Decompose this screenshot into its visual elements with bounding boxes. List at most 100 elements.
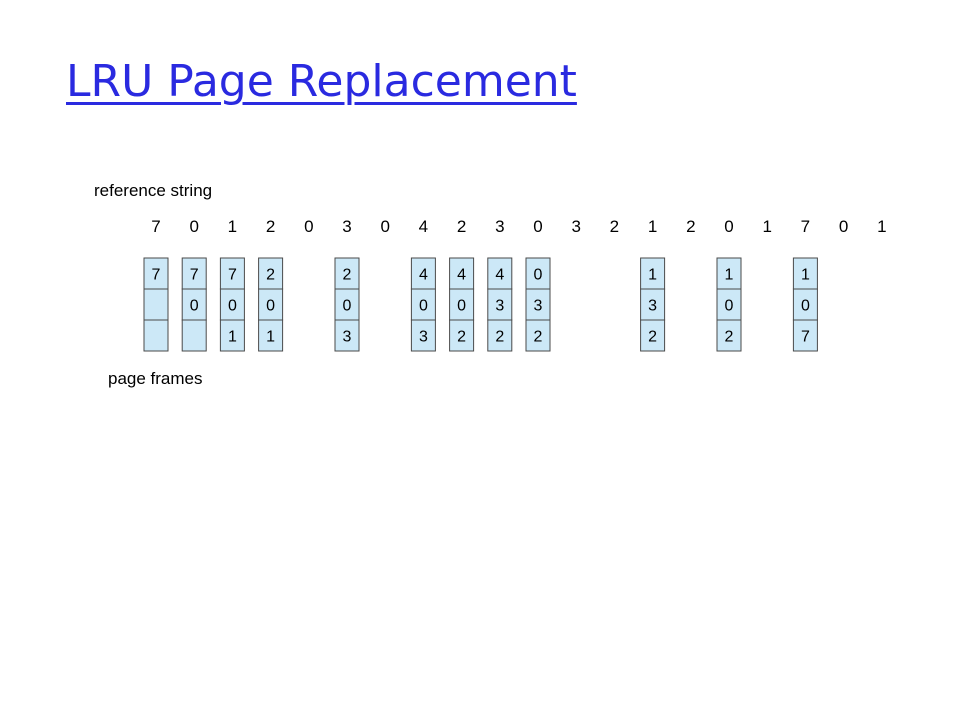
reference-value: 0	[380, 217, 389, 236]
frame-value: 2	[534, 329, 543, 346]
reference-value: 4	[419, 217, 428, 236]
frame-cell	[487, 288, 513, 321]
reference-value: 2	[457, 217, 466, 236]
frame-cell	[181, 257, 207, 290]
frame-column: 1 0 2	[716, 257, 742, 352]
frame-value: 0	[725, 298, 734, 315]
frame-value: 0	[801, 298, 810, 315]
reference-value: 0	[533, 217, 542, 236]
frame-value: 2	[648, 329, 657, 346]
frame-value: 3	[343, 329, 352, 346]
frame-value: 3	[534, 298, 543, 315]
frame-value: 7	[228, 267, 237, 284]
reference-value: 2	[266, 217, 275, 236]
frame-value: 2	[725, 329, 734, 346]
reference-string-row: 7 0 1 2 0 3 0 4 2 3 0 3 2 1 2 0 1 7 0 1	[151, 217, 886, 236]
reference-value: 0	[304, 217, 313, 236]
reference-value: 3	[495, 217, 504, 236]
frame-column: 4 3 2	[487, 257, 513, 352]
frame-value: 1	[266, 329, 275, 346]
reference-value: 2	[686, 217, 695, 236]
frame-cell	[181, 319, 207, 352]
frame-cell	[181, 288, 207, 321]
frame-value: 0	[228, 298, 237, 315]
reference-value: 2	[610, 217, 619, 236]
slide-title: LRU Page Replacement	[66, 56, 577, 107]
frame-value: 0	[457, 298, 466, 315]
frame-value: 1	[648, 267, 657, 284]
frame-column: 4 0 2	[449, 257, 475, 352]
reference-value: 0	[724, 217, 733, 236]
frame-cell	[334, 257, 360, 290]
frame-cell	[716, 257, 742, 290]
frame-cell	[143, 257, 169, 290]
frame-cell	[334, 319, 360, 352]
reference-value: 1	[648, 217, 657, 236]
frame-column: 1 3 2	[640, 257, 666, 352]
frame-value: 4	[457, 267, 466, 284]
frame-cell	[640, 257, 666, 290]
frame-value: 0	[266, 298, 275, 315]
frame-value: 3	[495, 298, 504, 315]
frame-cell	[525, 288, 551, 321]
frame-cell	[219, 319, 245, 352]
frame-value: 3	[648, 298, 657, 315]
frame-cell	[716, 319, 742, 352]
frame-cell	[143, 319, 169, 352]
frame-cell	[410, 257, 436, 290]
frame-value: 1	[725, 267, 734, 284]
frame-value: 0	[343, 298, 352, 315]
frame-value: 2	[495, 329, 504, 346]
frame-cell	[449, 288, 475, 321]
frame-value: 4	[495, 267, 504, 284]
frame-value: 0	[534, 267, 543, 284]
frame-value: 4	[419, 267, 428, 284]
reference-value: 1	[228, 217, 237, 236]
frame-value: 7	[190, 267, 199, 284]
frame-cell	[143, 288, 169, 321]
reference-value: 0	[189, 217, 198, 236]
reference-string-label: reference string	[94, 181, 212, 200]
reference-value: 7	[801, 217, 810, 236]
frame-cell	[410, 319, 436, 352]
frame-cell	[487, 257, 513, 290]
frame-column: 4 0 3	[410, 257, 436, 352]
reference-value: 7	[151, 217, 160, 236]
frame-cell	[640, 319, 666, 352]
reference-value: 3	[571, 217, 580, 236]
frame-value: 2	[266, 267, 275, 284]
frame-cell	[258, 319, 284, 352]
frame-column: 2 0 3	[334, 257, 360, 352]
frame-cell	[258, 288, 284, 321]
frame-cell	[449, 257, 475, 290]
frame-column: 2 0 1	[258, 257, 284, 352]
frame-cell	[487, 319, 513, 352]
frame-cell	[410, 288, 436, 321]
frame-column: 1 0 7	[792, 257, 818, 352]
reference-value: 3	[342, 217, 351, 236]
frame-column: 0 3 2	[525, 257, 551, 352]
frame-column: 70	[181, 257, 207, 352]
frame-value: 2	[343, 267, 352, 284]
frame-value: 0	[190, 298, 199, 315]
frame-cell	[525, 319, 551, 352]
frame-value: 1	[801, 267, 810, 284]
frame-value: 3	[419, 329, 428, 346]
frame-value: 2	[457, 329, 466, 346]
frame-cell	[792, 288, 818, 321]
frame-cell	[449, 319, 475, 352]
frame-value: 7	[152, 267, 161, 284]
frame-cell	[640, 288, 666, 321]
reference-value: 1	[762, 217, 771, 236]
frame-cell	[258, 257, 284, 290]
frame-cell	[792, 319, 818, 352]
reference-value: 0	[839, 217, 848, 236]
frame-column: 7	[143, 257, 169, 352]
reference-value: 1	[877, 217, 886, 236]
frame-value: 1	[228, 329, 237, 346]
page-frames-label: page frames	[108, 369, 203, 388]
frame-value: 0	[419, 298, 428, 315]
frame-value: 7	[801, 329, 810, 346]
